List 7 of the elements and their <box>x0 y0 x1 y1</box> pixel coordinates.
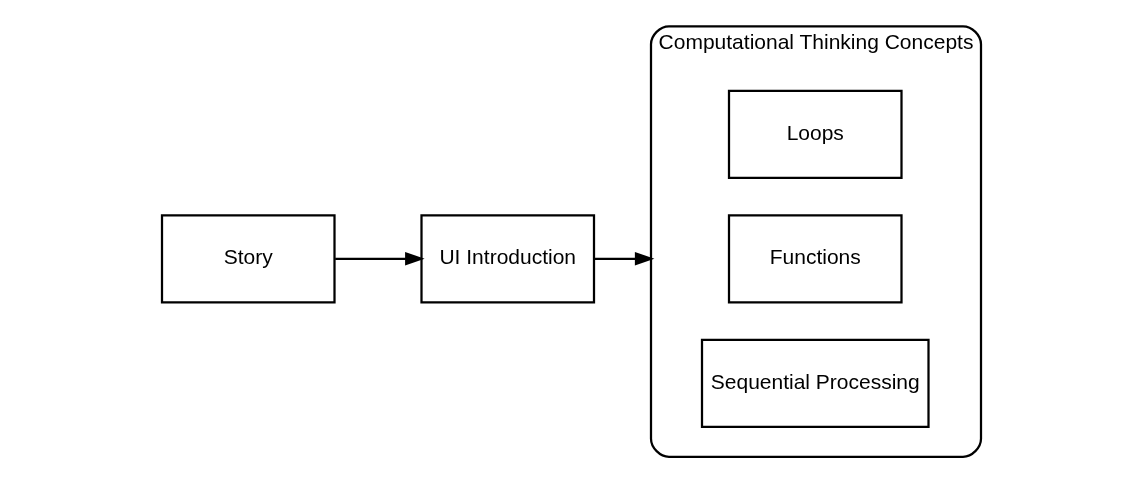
node-box: UI Introduction <box>419 214 595 304</box>
arrow <box>593 251 654 266</box>
node-box: Functions <box>727 214 903 304</box>
node-box: Story <box>160 214 336 304</box>
arrow <box>334 251 425 266</box>
node-box: Sequential Processing <box>700 338 930 428</box>
node-box: Loops <box>727 89 903 179</box>
